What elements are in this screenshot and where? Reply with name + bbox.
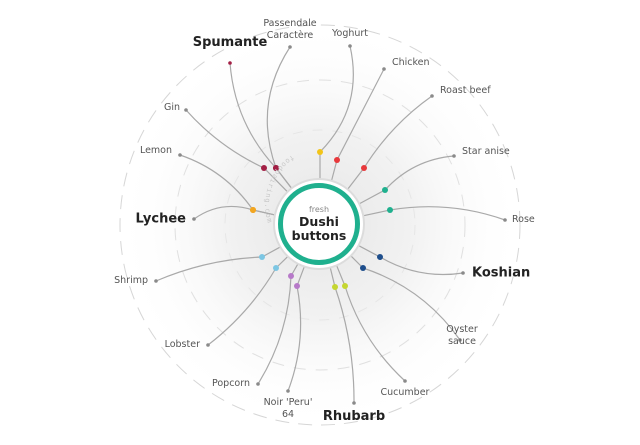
connector-rhubarb <box>329 267 355 404</box>
color-dot-shrimp[interactable] <box>259 254 265 260</box>
center-ingredient[interactable]: fresh Dushi buttons <box>278 183 360 265</box>
pairing-label-line: Oyster <box>446 324 478 335</box>
end-dot-oyster-sauce <box>458 338 462 342</box>
color-dot-spumante[interactable] <box>273 165 279 171</box>
pairing-label-line: Lobster <box>164 339 200 350</box>
end-dot-spumante <box>228 61 232 65</box>
pairing-label-line: Yoghurt <box>331 28 369 39</box>
end-dot-lobster <box>206 343 210 347</box>
pairing-label-koshian[interactable]: Koshian <box>472 266 530 281</box>
end-dot-shrimp <box>154 279 158 283</box>
pairing-label-line: Gin <box>163 102 180 113</box>
color-dot-gin[interactable] <box>261 165 267 171</box>
end-dot-lemon <box>178 153 182 157</box>
pairing-label-noir-peru-64[interactable]: Noir 'Peru'64 <box>264 397 313 421</box>
connector-dots <box>154 44 507 405</box>
connector-lobster <box>207 255 289 346</box>
color-dot-noir-peru-64[interactable] <box>294 283 300 289</box>
end-dot-rose <box>503 218 507 222</box>
pairing-label-lobster[interactable]: Lobster <box>165 339 200 351</box>
color-dot-rose[interactable] <box>387 207 393 213</box>
pairing-label-cucumber[interactable]: Cucumber <box>381 387 430 399</box>
pairing-label-line: Rose <box>512 214 535 225</box>
outer-guide-circle <box>119 24 521 426</box>
pairing-label-gin[interactable]: Gin <box>164 102 180 114</box>
hub-title-line-1: Dushi <box>299 214 339 229</box>
connector-spumante <box>229 62 294 191</box>
pairing-label-line: Noir 'Peru' <box>263 397 313 408</box>
connector-chicken <box>330 68 385 183</box>
pairing-label-line: Koshian <box>472 265 531 281</box>
pairing-label-line: Caractère <box>266 30 314 41</box>
pairing-label-line: Lychee <box>135 211 186 227</box>
color-dot-yoghurt[interactable] <box>317 149 323 155</box>
pairing-label-roast-beef[interactable]: Roast beef <box>440 85 491 97</box>
pairing-label-line: Spumante <box>192 35 268 50</box>
pairing-label-chicken[interactable]: Chicken <box>392 57 430 69</box>
pairing-label-yoghurt[interactable]: Yoghurt <box>332 28 368 40</box>
connector-lines <box>155 45 506 404</box>
color-dot-popcorn[interactable] <box>288 273 294 279</box>
color-dot-lemon[interactable] <box>250 207 256 213</box>
pairing-label-line: Rhubarb <box>322 409 386 424</box>
hub-title-line-2: buttons <box>291 228 347 243</box>
end-dot-rhubarb <box>352 401 356 405</box>
end-dot-popcorn <box>256 382 260 386</box>
pairing-label-line: Star anise <box>462 146 510 157</box>
end-dot-roast-beef <box>430 94 434 98</box>
color-dot-star-anise[interactable] <box>382 187 388 193</box>
end-dot-koshian <box>461 271 465 275</box>
end-dot-yoghurt <box>348 44 352 48</box>
connector-rose <box>362 206 506 221</box>
pairing-label-star-anise[interactable]: Star anise <box>462 146 510 158</box>
end-dot-gin <box>184 108 188 112</box>
mid-guide-circle <box>224 129 416 321</box>
color-dot-cucumber[interactable] <box>342 283 348 289</box>
connector-passendale-caract-re <box>266 46 294 191</box>
end-dot-passendale-caract-re <box>288 45 292 49</box>
pairing-label-line: Lemon <box>139 145 172 156</box>
connector-yoghurt <box>319 45 354 181</box>
pairing-label-lemon[interactable]: Lemon <box>140 145 172 157</box>
color-dot-rhubarb[interactable] <box>332 284 338 290</box>
connector-cucumber <box>336 265 406 382</box>
connector-noir-peru-64 <box>287 265 306 392</box>
pairing-label-line: Shrimp <box>114 275 148 286</box>
pairing-label-line: 64 <box>281 409 295 420</box>
color-dot-oyster-sauce[interactable] <box>360 265 366 271</box>
hub-subtitle: fresh <box>308 205 330 214</box>
pairing-label-lychee[interactable]: Lychee <box>136 212 186 227</box>
pairing-label-line: Popcorn <box>211 378 250 389</box>
inner-guide-circle <box>174 79 466 371</box>
color-dot-lobster[interactable] <box>273 265 279 271</box>
pairing-label-spumante[interactable]: Spumante <box>193 35 268 50</box>
pairing-label-line: Passendale <box>263 18 317 29</box>
end-dot-noir-peru-64 <box>286 389 290 393</box>
connector-roast-beef <box>346 95 433 191</box>
pairing-label-shrimp[interactable]: Shrimp <box>114 275 148 287</box>
color-dot-koshian[interactable] <box>377 254 383 260</box>
pairing-label-line: Chicken <box>392 57 430 68</box>
color-dot-roast-beef[interactable] <box>361 165 367 171</box>
pairing-label-line: Cucumber <box>380 387 430 398</box>
connector-oyster-sauce <box>350 255 461 341</box>
connector-shrimp <box>155 245 282 282</box>
end-dot-cucumber <box>403 379 407 383</box>
pairing-label-popcorn[interactable]: Popcorn <box>212 378 250 390</box>
connector-popcorn <box>257 262 299 385</box>
end-dot-lychee <box>192 217 196 221</box>
pairing-label-rose[interactable]: Rose <box>512 214 535 226</box>
pairing-label-line: Roast beef <box>440 85 491 96</box>
pairing-label-rhubarb[interactable]: Rhubarb <box>323 409 385 424</box>
end-dot-star-anise <box>452 154 456 158</box>
end-dot-chicken <box>382 67 386 71</box>
pairing-label-line: sauce <box>448 336 476 347</box>
color-dot-chicken[interactable] <box>334 157 340 163</box>
